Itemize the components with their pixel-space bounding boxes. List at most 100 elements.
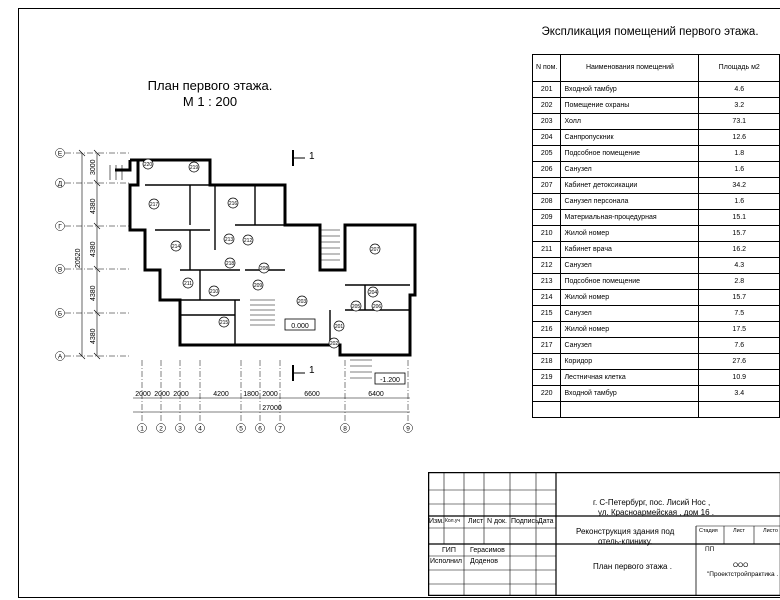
cell-area: 16.2 (698, 241, 780, 258)
axis-row-a: А (55, 351, 130, 361)
plan-title-block: План первого этажа. М 1 : 200 (110, 78, 310, 110)
section-mark-bottom: 1 (292, 365, 315, 381)
row-axes: Е Д Г В Б А (55, 148, 130, 361)
cell-num: 202 (531, 97, 562, 114)
name-gip: Герасимов (470, 547, 505, 554)
axis-col-2: 2 (156, 360, 166, 433)
header-name: Наименования помещений (560, 54, 700, 82)
svg-text:4380: 4380 (90, 241, 97, 257)
stage-value: ПП (705, 546, 715, 553)
svg-text:6400: 6400 (368, 391, 384, 398)
cell-area: 15.7 (698, 289, 780, 306)
cell-name: Материальная-процедурная (560, 209, 700, 226)
svg-text:206: 206 (373, 304, 382, 310)
axis-row-e: Е (55, 148, 130, 158)
cell-num: 218 (531, 353, 562, 370)
room-203: 203 (296, 295, 308, 307)
cell-name: Санузел (560, 337, 700, 354)
axis-row-b: Б (55, 308, 130, 318)
svg-text:207: 207 (371, 247, 380, 253)
col-list: Лист (468, 518, 484, 525)
svg-text:1800: 1800 (243, 391, 259, 398)
table-row-empty (531, 401, 780, 418)
svg-text:201: 201 (335, 324, 344, 330)
axis-col-9: 9 (403, 360, 413, 433)
vertical-dimensions: 3000 4380 4380 4380 4380 20520 (75, 149, 101, 360)
cell-name: Холл (560, 113, 700, 130)
cell-name: Санузел персонала (560, 193, 700, 210)
svg-text:2: 2 (159, 426, 163, 433)
cell-name: Подсобное помещение (560, 145, 700, 162)
cell-num: 216 (531, 321, 562, 338)
title-block-grid (428, 472, 780, 596)
room-207: 207 (369, 243, 381, 255)
cell-area: 17.5 (698, 321, 780, 338)
room-205: 205 (350, 300, 362, 312)
cell-num: 205 (531, 145, 562, 162)
cell-name: Жилой номер (560, 289, 700, 306)
svg-text:4380: 4380 (90, 285, 97, 301)
cell-area: 7.5 (698, 305, 780, 322)
svg-text:0.000: 0.000 (291, 323, 309, 330)
column-axes: 1 2 3 4 5 6 7 8 9 (137, 360, 413, 433)
svg-text:202: 202 (330, 341, 339, 347)
org-line-2: "Проектстройпрактика . (707, 571, 779, 578)
svg-text:1: 1 (140, 426, 144, 433)
room-214: 214 (170, 240, 182, 252)
svg-text:218: 218 (226, 261, 235, 267)
cell-area: 1.8 (698, 145, 780, 162)
sheet-label: Лист (733, 528, 745, 534)
plan-title: План первого этажа. (147, 78, 273, 93)
svg-text:2000: 2000 (173, 391, 189, 398)
svg-text:3000: 3000 (90, 159, 97, 175)
cell-num: 213 (531, 273, 562, 290)
axis-col-7: 7 (275, 360, 285, 433)
cell-num: 211 (531, 241, 562, 258)
svg-text:Б: Б (58, 311, 62, 318)
svg-text:Е: Е (58, 151, 63, 158)
drawing-frame (18, 8, 780, 598)
cell-area: 1.6 (698, 193, 780, 210)
svg-text:4: 4 (198, 426, 202, 433)
svg-text:4380: 4380 (90, 198, 97, 214)
svg-text:6: 6 (258, 426, 262, 433)
cell-area: 3.4 (698, 385, 780, 402)
room-213: 213 (223, 233, 235, 245)
svg-text:209: 209 (254, 283, 263, 289)
header-area: Площадь м2 (698, 54, 780, 82)
svg-text:2000: 2000 (135, 391, 151, 398)
cell-num: 208 (531, 193, 562, 210)
level-mark-lower: -1.200 (374, 372, 406, 385)
cell-name: Входной тамбур (560, 385, 700, 402)
svg-text:1: 1 (309, 151, 315, 162)
svg-text:А: А (58, 354, 63, 361)
interior-walls (145, 184, 410, 345)
room-206: 206 (371, 300, 383, 312)
axis-col-8: 8 (340, 360, 350, 433)
sheets-label: Листо (763, 528, 778, 534)
role-gip: ГИП (442, 547, 456, 554)
axis-col-1: 1 (137, 360, 147, 433)
svg-text:-1.200: -1.200 (380, 377, 400, 384)
svg-text:2000: 2000 (262, 391, 278, 398)
cell-name: Кабинет детоксикации (560, 177, 700, 194)
svg-text:В: В (58, 267, 62, 274)
cell-num: 212 (531, 257, 562, 274)
cell-area: 15.1 (698, 209, 780, 226)
svg-text:20520: 20520 (75, 248, 82, 268)
project-line-1: Реконструкция здания под (576, 527, 675, 536)
